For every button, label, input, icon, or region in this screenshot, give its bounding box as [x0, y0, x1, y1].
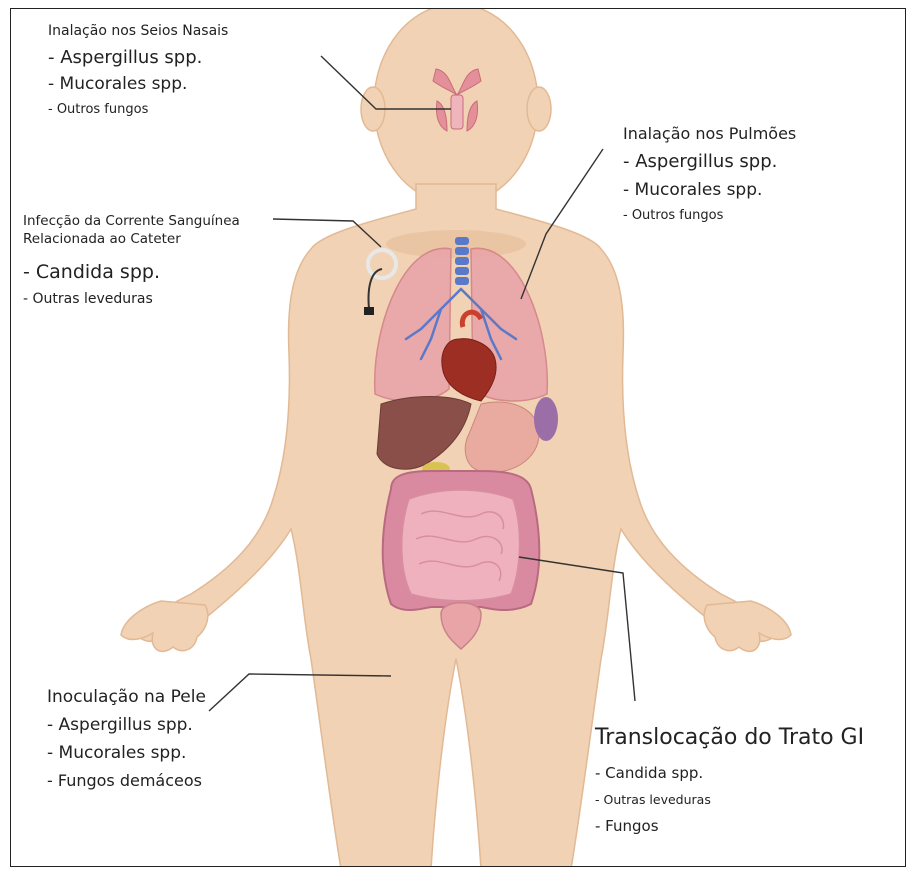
sinus-label-group: Inalação nos Seios Nasais - Aspergillus …: [48, 23, 228, 117]
catheter-item-1: - Candida spp.: [23, 261, 240, 283]
gi-title: Translocação do Trato GI: [595, 725, 864, 750]
skin-item-1: - Aspergillus spp.: [47, 715, 206, 735]
catheter-label-group: Infecção da Corrente Sanguínea Relaciona…: [23, 213, 240, 307]
sinus-item-3: - Outros fungos: [48, 102, 228, 117]
spleen: [534, 397, 558, 441]
lungs-label-group: Inalação nos Pulmões - Aspergillus spp. …: [623, 124, 796, 223]
sinus-item-2: - Mucorales spp.: [48, 74, 228, 94]
gi-label-group: Translocação do Trato GI - Candida spp. …: [595, 725, 864, 835]
lungs-item-3: - Outros fungos: [623, 208, 796, 223]
catheter-item-2: - Outras leveduras: [23, 291, 240, 307]
figure-frame: Inalação nos Seios Nasais - Aspergillus …: [10, 8, 906, 867]
gi-item-2: - Outras leveduras: [595, 792, 864, 807]
sinus-item-1: - Aspergillus spp.: [48, 47, 228, 68]
skin-item-3: - Fungos demáceos: [47, 771, 206, 790]
right-hand: [704, 601, 791, 651]
sinus-title: Inalação nos Seios Nasais: [48, 23, 228, 39]
left-hand: [121, 601, 208, 651]
skin-item-2: - Mucorales spp.: [47, 743, 206, 763]
trachea: [455, 237, 469, 285]
skin-title: Inoculação na Pele: [47, 687, 206, 707]
skin-label-group: Inoculação na Pele - Aspergillus spp. - …: [47, 687, 206, 790]
lungs-title: Inalação nos Pulmões: [623, 124, 796, 143]
lungs-item-2: - Mucorales spp.: [623, 180, 796, 200]
lungs-item-1: - Aspergillus spp.: [623, 151, 796, 172]
catheter-title-line2: Relacionada ao Cateter: [23, 231, 240, 247]
catheter-title-line1: Infecção da Corrente Sanguínea: [23, 213, 240, 229]
gi-item-1: - Candida spp.: [595, 764, 864, 782]
catheter-hub: [364, 307, 374, 315]
right-ear: [527, 87, 551, 131]
gi-item-3: - Fungos: [595, 817, 864, 835]
